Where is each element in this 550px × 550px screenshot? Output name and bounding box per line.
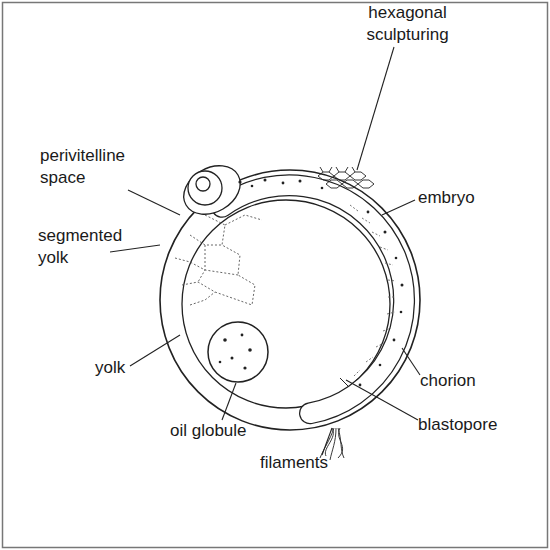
- part-label: oil globule: [170, 420, 280, 442]
- embryo-head: [175, 156, 249, 224]
- yolk-segment: [175, 235, 238, 275]
- segmented-yolk-lines: [175, 215, 262, 305]
- spot: [219, 361, 222, 364]
- spot: [400, 311, 403, 314]
- leader-line: [322, 428, 332, 455]
- spot: [384, 231, 387, 234]
- spot: [264, 179, 267, 182]
- spot: [223, 338, 227, 342]
- spot: [359, 384, 362, 387]
- filament: [338, 428, 344, 458]
- hexagon-cells: [318, 172, 374, 188]
- leader-line: [110, 245, 160, 252]
- spot: [395, 257, 398, 260]
- leader-line: [382, 200, 415, 215]
- yolk-segment: [198, 215, 262, 282]
- part-label: yolk: [95, 357, 175, 379]
- spot: [243, 366, 246, 369]
- spot: [282, 182, 285, 185]
- leader-line: [346, 380, 418, 420]
- yolk-segment: [182, 282, 252, 305]
- part-label: embryo: [418, 187, 518, 209]
- leader-line: [128, 190, 180, 215]
- part-label: blastopore: [418, 414, 528, 436]
- hexagonal-sculpturing: [318, 167, 374, 188]
- leader-lines: [110, 47, 420, 455]
- spot: [393, 339, 396, 342]
- blastopore-mark: [340, 378, 348, 386]
- spot: [321, 187, 324, 190]
- oil-globule: [208, 322, 268, 382]
- yolk-circle: [182, 200, 390, 408]
- spot: [238, 180, 241, 183]
- filament: [338, 428, 343, 458]
- frame: [3, 3, 548, 548]
- oil-globule-spots: [219, 334, 252, 370]
- leader-line: [130, 335, 180, 366]
- eye-lens: [196, 177, 210, 191]
- myomere: [350, 205, 396, 376]
- spot: [251, 185, 254, 188]
- part-label: hexagonal sculpturing: [345, 2, 470, 46]
- part-label: filaments: [260, 452, 360, 474]
- part-label: segmented yolk: [38, 225, 138, 269]
- spot: [299, 180, 302, 183]
- leader-line: [357, 47, 394, 170]
- part-label: chorion: [420, 370, 520, 392]
- spot: [241, 334, 244, 337]
- spot: [367, 211, 370, 214]
- myomere-lines: [350, 205, 396, 376]
- spot: [401, 284, 404, 287]
- spot: [379, 364, 382, 367]
- leader-line: [222, 383, 236, 420]
- eye-outer: [188, 171, 222, 205]
- yolk-segment: [205, 215, 255, 305]
- spot: [231, 357, 234, 360]
- part-label: perivitelline space: [40, 145, 145, 189]
- leader-line: [402, 348, 420, 375]
- spot: [248, 348, 252, 352]
- hexagon-edges: [320, 167, 355, 172]
